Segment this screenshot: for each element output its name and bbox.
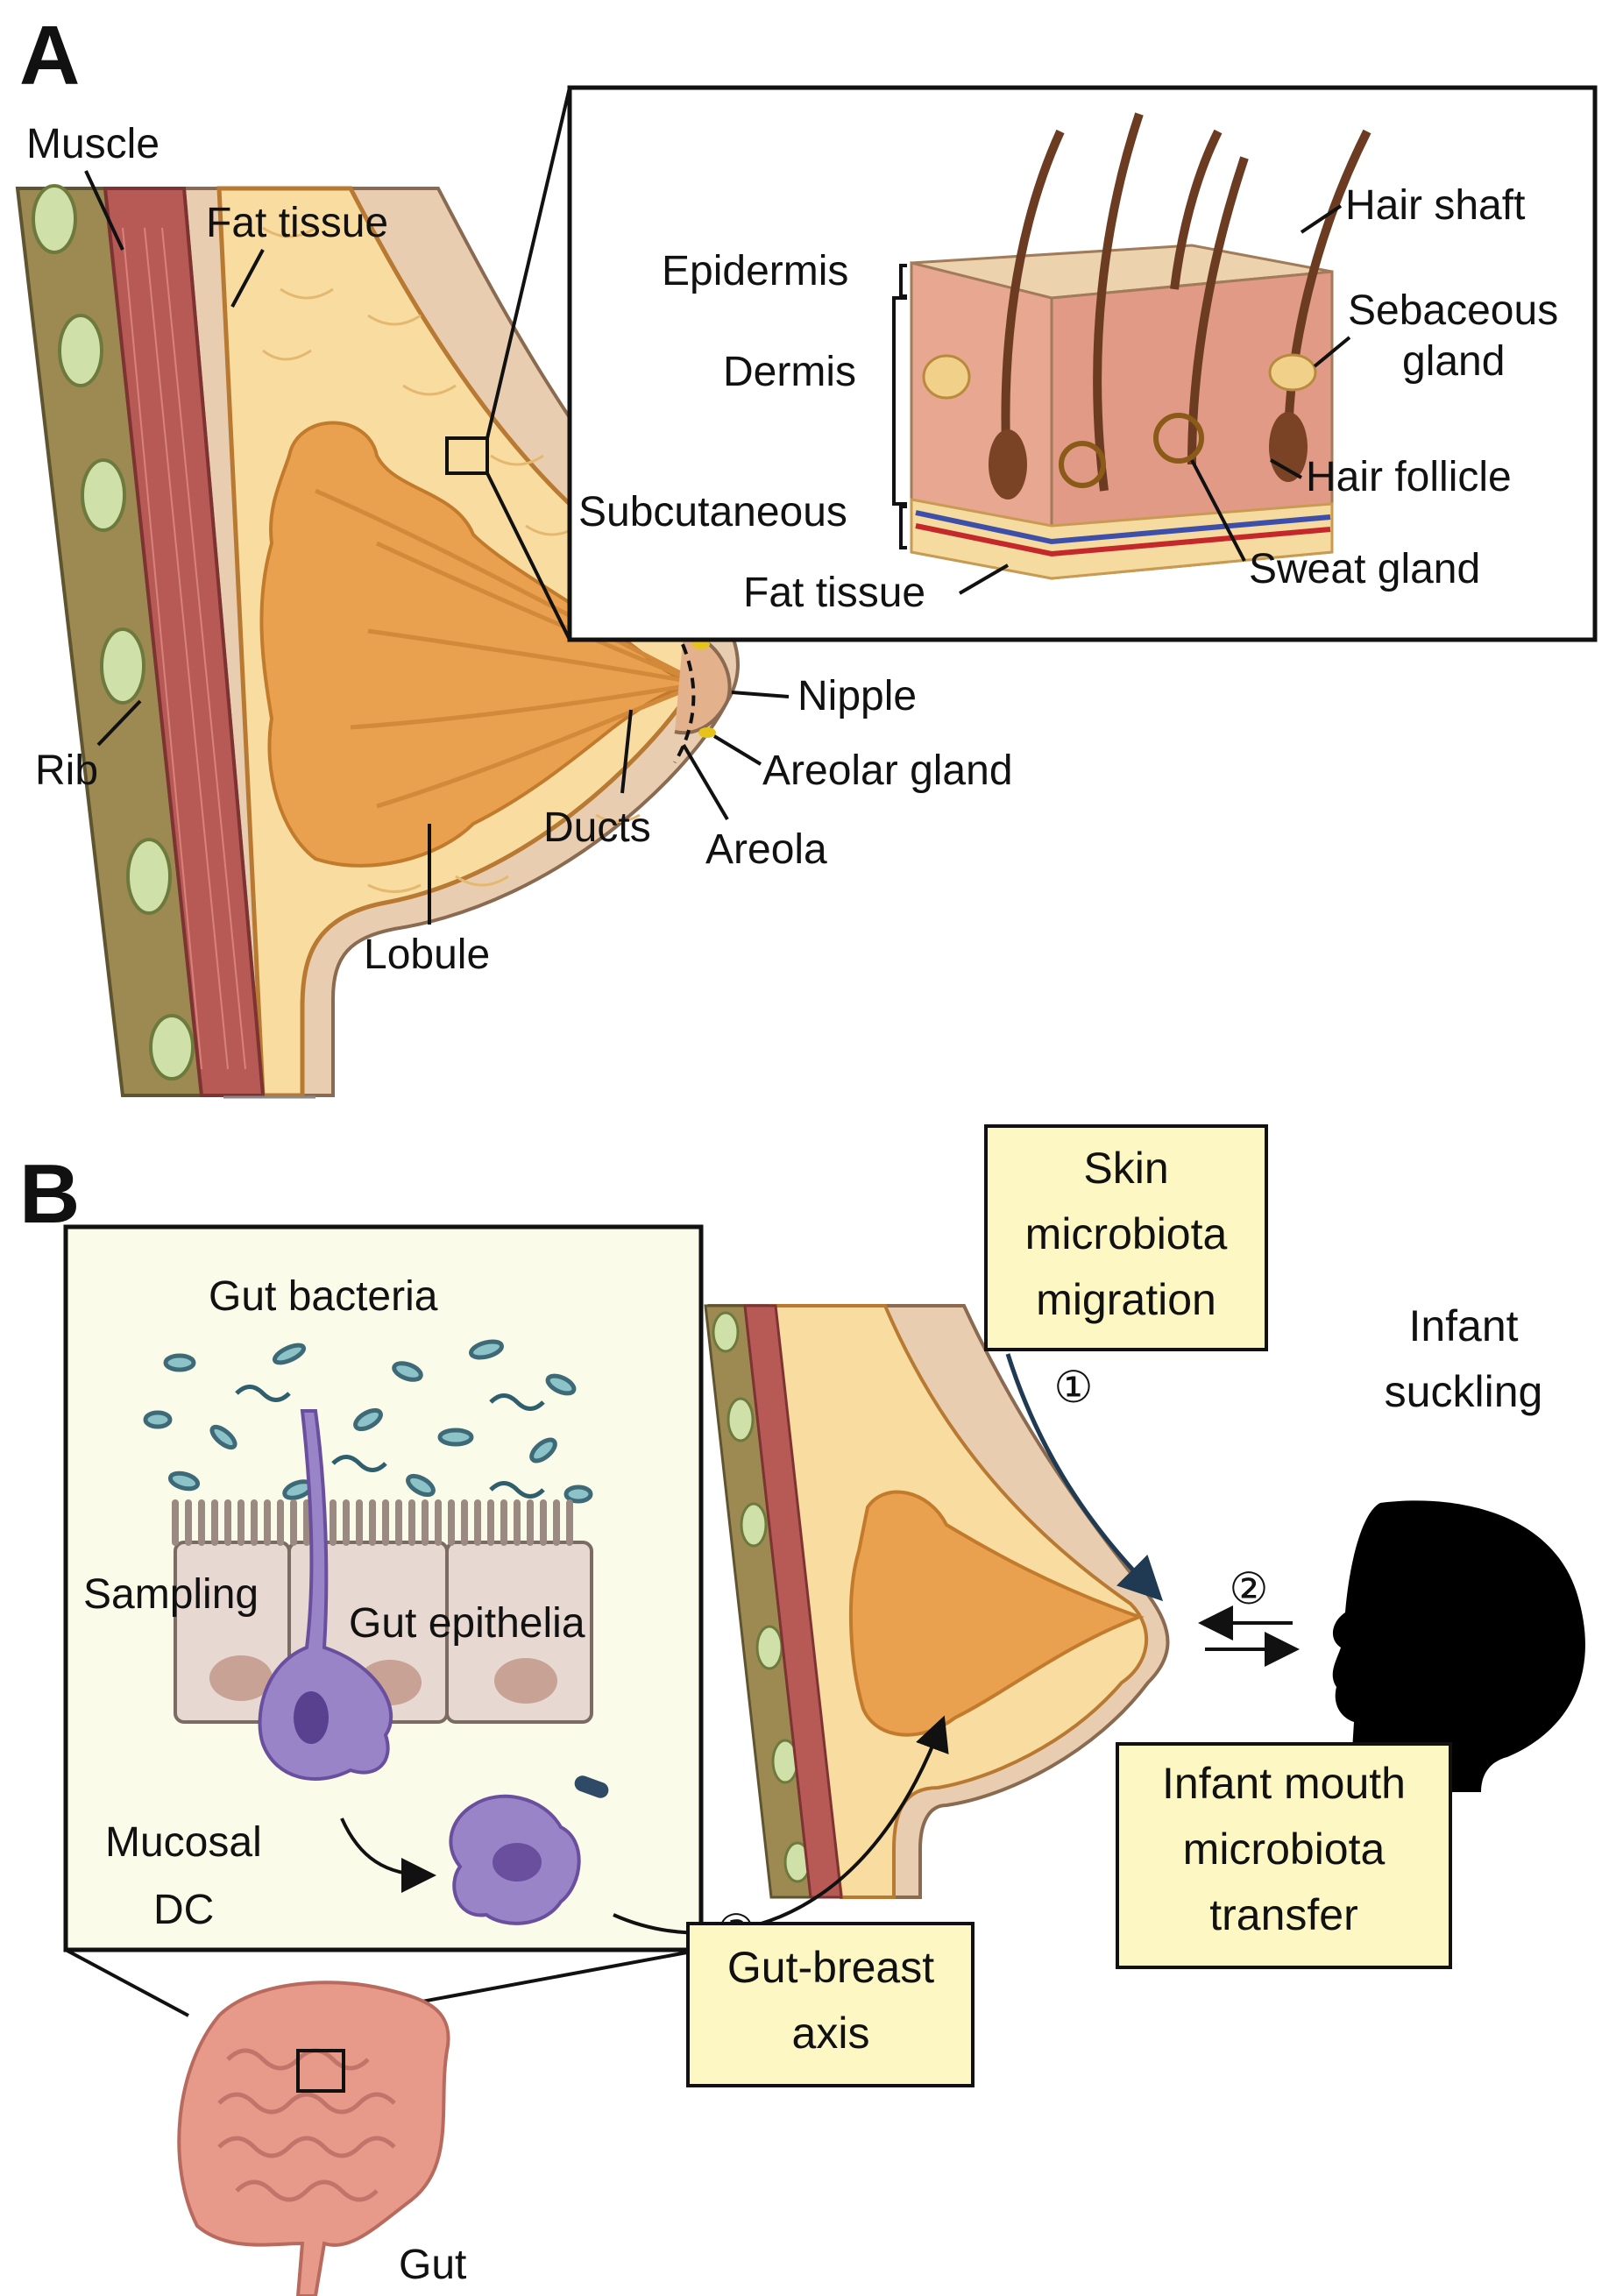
label-gut: Gut [399, 2242, 466, 2288]
magnified-region-marker [445, 436, 489, 475]
sebaceous-gland-shape-left [922, 354, 971, 400]
breast-glandular-tissue [259, 421, 698, 868]
gut-inset: Gut bacteria [63, 1224, 704, 1952]
label-gut-epithelia: Gut epithelia [349, 1600, 585, 1647]
ducts [314, 488, 703, 809]
migrating-dendritic-cell-bacterium [574, 1775, 609, 1798]
box-infant-line1: Infant mouth [1162, 1759, 1406, 1808]
panel-a-letter: A [19, 9, 80, 103]
hair-follicle-bulb-1 [989, 429, 1027, 500]
arrow-gut-breast-axis [613, 1715, 949, 1935]
gut-organ: Gut [65, 1948, 702, 2296]
label-nipple: Nipple [797, 673, 917, 719]
dendritic-cell-nucleus [294, 1691, 329, 1744]
fat-texture [262, 226, 641, 893]
box-infant-line2: microbiota [1183, 1825, 1386, 1874]
skin-vessels-red [915, 523, 1331, 557]
label-infant-suckling-1: Infant [1408, 1301, 1518, 1350]
sweat-gland-coil-1 [1059, 441, 1106, 488]
box-infant-line3: transfer [1209, 1890, 1358, 1939]
hair-strands [1001, 112, 1371, 492]
box-skin-migration-bg [984, 1124, 1268, 1351]
bracket-dermis [892, 296, 907, 506]
zoom-line-top [486, 87, 571, 439]
arrow-dc-migration [340, 1818, 436, 1893]
label-sampling: Sampling [83, 1571, 259, 1618]
sebaceous-gland-shape [1268, 353, 1317, 392]
label-sebaceous-gland-1: Sebaceous [1348, 287, 1558, 334]
migrating-dendritic-cell-nucleus [493, 1843, 542, 1881]
dendritic-cell-sampling [258, 1409, 393, 1781]
breast-cross-section [15, 87, 740, 1098]
box-skin-line1: Skin [1083, 1144, 1168, 1193]
breast-small [704, 1304, 1170, 1899]
panel-a: A [15, 9, 1598, 1099]
label-areolar-gland: Areolar gland [762, 748, 1013, 794]
inset-zoom-line-left [65, 1948, 189, 2017]
label-hair-follicle: Hair follicle [1306, 454, 1512, 500]
box-infant-mouth-bg [1116, 1742, 1452, 1969]
leader-areolar-gland [712, 734, 762, 766]
sweat-gland-coil-2 [1153, 413, 1204, 464]
ribs [32, 184, 195, 1081]
leader-muscle [84, 170, 124, 251]
gut-zoom-marker [296, 2049, 345, 2093]
box-gut-breast-bg [686, 1922, 975, 2087]
label-rib: Rib [35, 748, 98, 794]
muscle-striations [122, 227, 246, 1070]
areolar-gland-dot-bottom [698, 727, 716, 738]
skin-subcutaneous [910, 498, 1334, 580]
leader-sweat-gland [1190, 459, 1246, 562]
leader-ducts [620, 709, 633, 794]
gut-epithelial-cells [172, 1499, 593, 1724]
label-subcutaneous: Subcutaneous [578, 489, 847, 535]
label-muscle: Muscle [26, 121, 159, 167]
box-gut-breast-line2: axis [792, 2009, 870, 2058]
label-mucosal-dc-2: DC [153, 1887, 214, 1933]
label-fat-tissue: Fat tissue [206, 200, 388, 246]
marker-infant-mouth: ② [1230, 1564, 1269, 1613]
gut-bacteria-cluster [143, 1339, 593, 1504]
breast-small-glandular [848, 1490, 1145, 1737]
box-skin-line3: migration [1036, 1275, 1216, 1324]
leader-rib [96, 699, 142, 747]
label-ducts: Ducts [543, 804, 651, 851]
panel-b: B Gut bacteria [19, 1124, 1585, 2296]
box-skin-microbiota-migration: Skin microbiota migration [984, 1124, 1268, 1351]
skin-vessels [915, 510, 1331, 545]
label-areola: Areola [705, 826, 827, 873]
leader-nipple [731, 691, 790, 698]
label-hair-shaft: Hair shaft [1345, 182, 1525, 229]
skin-inset: Epidermis Dermis Subcutaneous Fat tissue… [567, 85, 1598, 642]
zoom-line-bottom [486, 472, 571, 641]
leader-hair-follicle [1270, 458, 1302, 479]
label-lobule: Lobule [364, 932, 490, 978]
arrow-skin-migration [1005, 1353, 1164, 1602]
label-epidermis: Epidermis [662, 248, 848, 294]
box-gut-breast-line1: Gut-breast [727, 1943, 934, 1992]
infant-head-silhouette [1332, 1500, 1585, 1792]
leader-sebaceous-gland [1313, 336, 1351, 368]
muscle-layer [103, 187, 266, 1097]
bracket-subcutaneous [899, 505, 907, 549]
box-infant-mouth-microbiota: Infant mouth microbiota transfer [1116, 1742, 1452, 1969]
leader-areola [682, 743, 729, 821]
breast-small-ribs [712, 1311, 812, 1883]
leader-hair-shaft [1300, 204, 1343, 234]
leader-fat-tissue-inset [958, 563, 1010, 595]
label-mucosal-dc-1: Mucosal [105, 1819, 262, 1866]
marker-skin-migration: ① [1054, 1363, 1094, 1412]
label-dermis: Dermis [723, 349, 856, 395]
label-gut-bacteria: Gut bacteria [209, 1273, 438, 1320]
label-sebaceous-gland-2: gland [1402, 338, 1505, 385]
label-sweat-gland: Sweat gland [1249, 546, 1480, 592]
label-infant-suckling-2: suckling [1385, 1367, 1543, 1416]
label-fat-tissue-inset: Fat tissue [743, 570, 925, 616]
box-skin-line2: microbiota [1025, 1209, 1228, 1258]
breast-small-muscle [743, 1304, 843, 1899]
box-gut-breast-axis: Gut-breast axis [686, 1922, 975, 2087]
leader-fat-tissue [230, 249, 265, 308]
